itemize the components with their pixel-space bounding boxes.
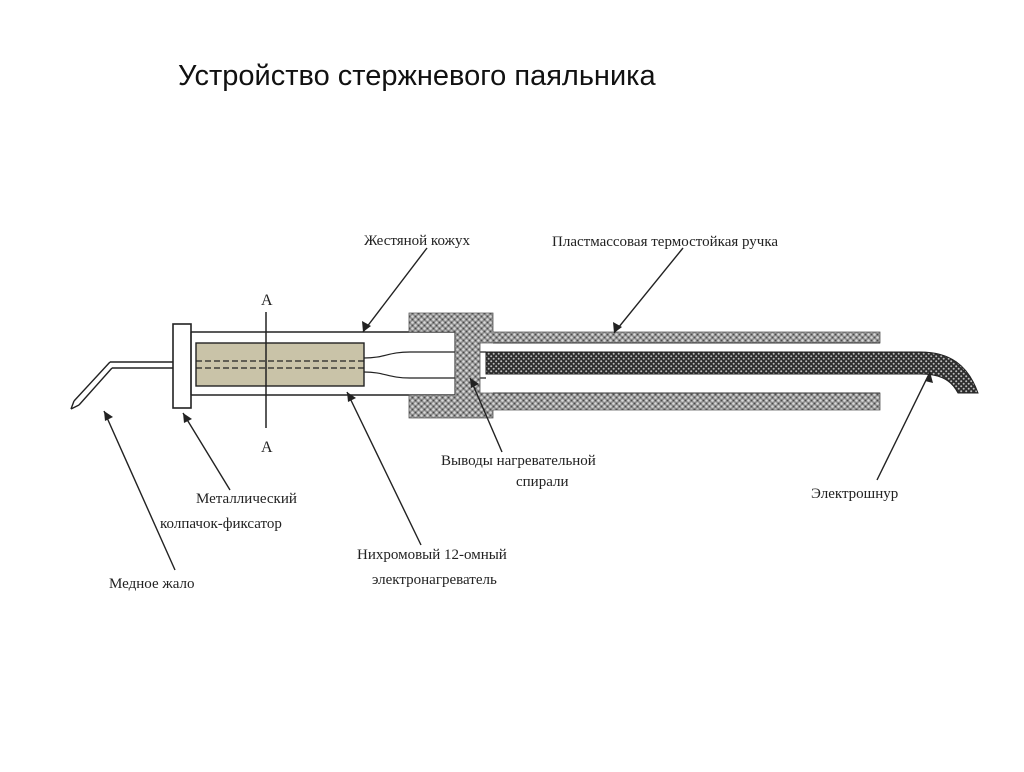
plastic-handle	[408, 312, 881, 419]
label-section-top: А	[261, 292, 273, 309]
label-section-bottom: А	[261, 439, 273, 456]
label-leads-line2: спирали	[516, 474, 569, 490]
electrical-cord	[485, 351, 979, 394]
copper-tip	[70, 361, 173, 410]
label-tip: Медное жало	[109, 576, 195, 592]
heater-element	[195, 332, 486, 395]
arrowheads	[104, 321, 933, 423]
label-casing: Жестяной кожух	[364, 233, 470, 249]
label-heater-line2: электронагреватель	[372, 572, 497, 588]
metal-cap	[172, 323, 192, 409]
label-cap-line1: Металлический	[196, 491, 297, 507]
label-leads-line1: Выводы нагревательной	[441, 453, 596, 469]
diagram-title: Устройство стержневого паяльника	[178, 60, 656, 92]
label-heater-line1: Нихромовый 12-омный	[357, 547, 507, 563]
label-handle: Пластмассовая термостойкая ручка	[552, 234, 778, 250]
label-cord: Электрошнур	[811, 486, 898, 502]
label-cap-line2: колпачок-фиксатор	[160, 516, 282, 532]
leader-lines	[103, 247, 931, 571]
